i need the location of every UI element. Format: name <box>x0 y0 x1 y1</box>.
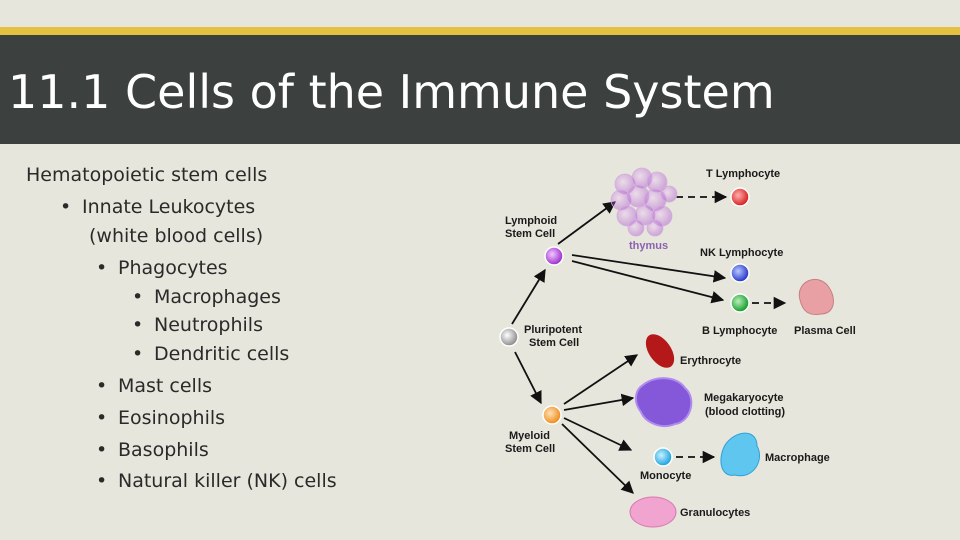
bullet-dendritic: •Dendritic cells <box>132 343 290 365</box>
label-t-lymphocyte: T Lymphocyte <box>706 168 780 180</box>
macrophage-icon <box>720 432 760 477</box>
title-band <box>0 35 960 144</box>
t-lymphocyte-icon <box>730 187 750 207</box>
monocyte-icon <box>653 447 673 467</box>
label-lymphoid-2: Stem Cell <box>505 228 555 240</box>
bullet-innate: •Innate Leukocytes <box>60 196 256 218</box>
label-b-lymphocyte: B Lymphocyte <box>702 325 777 337</box>
bullet-mast: •Mast cells <box>96 375 213 397</box>
pathway-arrows <box>511 190 787 494</box>
bullet-innate-sub: (white blood cells) <box>89 225 264 247</box>
label-granulocytes: Granulocytes <box>680 507 750 519</box>
bullet-eosinophils: •Eosinophils <box>96 407 226 429</box>
label-monocyte: Monocyte <box>640 470 691 482</box>
label-macrophage: Macrophage <box>765 452 830 464</box>
label-pluripotent-1: Pluripotent <box>524 324 582 336</box>
b-lymphocyte-icon <box>730 293 750 313</box>
plasma-cell-icon <box>798 279 834 315</box>
bullet-nk: •Natural killer (NK) cells <box>96 470 337 492</box>
label-lymphoid-1: Lymphoid <box>505 215 557 227</box>
bullet-neutrophils: •Neutrophils <box>132 314 263 336</box>
hematopoiesis-diagram: Lymphoid Stem Cell thymus T Lymphocyte N… <box>499 167 856 528</box>
granulocytes-icon <box>629 496 677 528</box>
label-nk-lymphocyte: NK Lymphocyte <box>700 247 783 259</box>
bullet-basophils: •Basophils <box>96 439 209 461</box>
lymphoid-stem-cell-icon <box>544 246 564 266</box>
erythrocyte-icon <box>645 334 675 368</box>
myeloid-stem-cell-icon <box>542 405 562 425</box>
megakaryocyte-icon <box>635 377 693 428</box>
slide-title: 11.1 Cells of the Immune System <box>8 65 775 119</box>
bullet-phagocytes: •Phagocytes <box>96 257 228 279</box>
label-pluripotent-2: Stem Cell <box>529 337 579 349</box>
bullet-macrophages: •Macrophages <box>132 286 281 308</box>
label-erythrocyte: Erythrocyte <box>680 355 741 367</box>
label-megakaryocyte-2: (blood clotting) <box>705 406 785 418</box>
label-megakaryocyte-1: Megakaryocyte <box>704 392 784 404</box>
label-thymus: thymus <box>629 240 668 252</box>
label-myeloid-2: Stem Cell <box>505 443 555 455</box>
label-plasma-cell: Plasma Cell <box>794 325 856 337</box>
bullet-hematopoietic: Hematopoietic stem cells <box>26 164 268 186</box>
label-myeloid-1: Myeloid <box>509 430 550 442</box>
nk-lymphocyte-icon <box>730 263 750 283</box>
thymus-icon <box>610 167 678 237</box>
pluripotent-stem-cell-icon <box>499 327 519 347</box>
accent-stripe <box>0 27 960 35</box>
